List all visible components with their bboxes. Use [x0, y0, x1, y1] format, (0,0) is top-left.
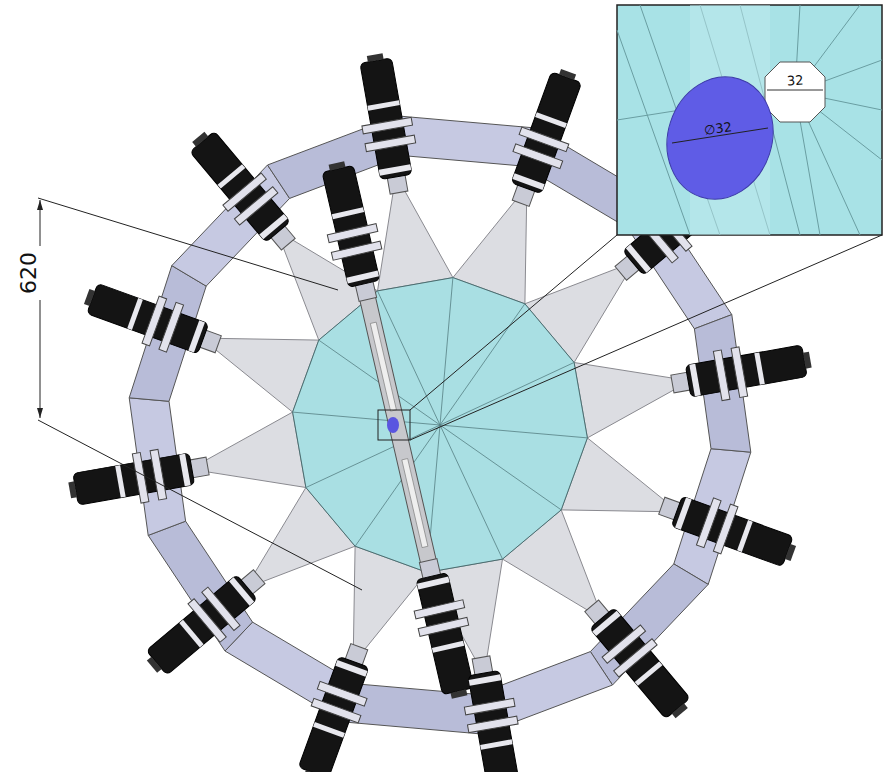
photomultiplier	[350, 50, 424, 197]
photomultiplier	[653, 482, 802, 577]
photomultiplier	[288, 638, 383, 772]
diameter-label: ∅32	[703, 120, 732, 137]
photomultiplier	[312, 157, 392, 305]
center-disk	[387, 417, 399, 433]
photomultiplier	[456, 653, 530, 772]
extension-line	[38, 198, 338, 290]
wedge-line	[440, 425, 503, 559]
photomultiplier	[668, 335, 815, 409]
dimension-value: 620	[18, 250, 40, 296]
leader-line	[410, 235, 882, 440]
wedge-line	[293, 412, 440, 425]
light-guide	[378, 175, 453, 291]
zoom-marker	[378, 410, 410, 440]
dimension-arrow	[37, 200, 43, 418]
photomultiplier	[65, 441, 212, 515]
photomultiplier	[136, 558, 275, 686]
leader-line	[410, 235, 617, 410]
scintillator-plane	[293, 278, 588, 573]
photomultipliers	[65, 50, 814, 772]
photomultiplier	[179, 121, 307, 260]
central-bar	[312, 157, 484, 702]
wedge-line	[306, 425, 440, 488]
wedge-line	[440, 425, 561, 510]
extension-line	[38, 420, 362, 590]
light-guide	[574, 363, 690, 438]
wedge-line	[440, 425, 587, 438]
wedge-line	[440, 304, 525, 425]
light-guide	[190, 412, 306, 487]
scintillator	[293, 278, 588, 573]
dimension-value: 32	[786, 73, 803, 87]
support-bar	[356, 282, 439, 578]
photomultiplier	[497, 63, 592, 212]
ring-segment	[344, 684, 482, 734]
wedge-line	[440, 362, 574, 425]
photomultiplier	[78, 273, 227, 368]
zoom-inset	[617, 5, 882, 235]
photomultiplier	[573, 590, 701, 729]
wedge-line	[440, 278, 453, 425]
ring-segment	[397, 116, 535, 166]
dimension-line	[40, 300, 41, 418]
